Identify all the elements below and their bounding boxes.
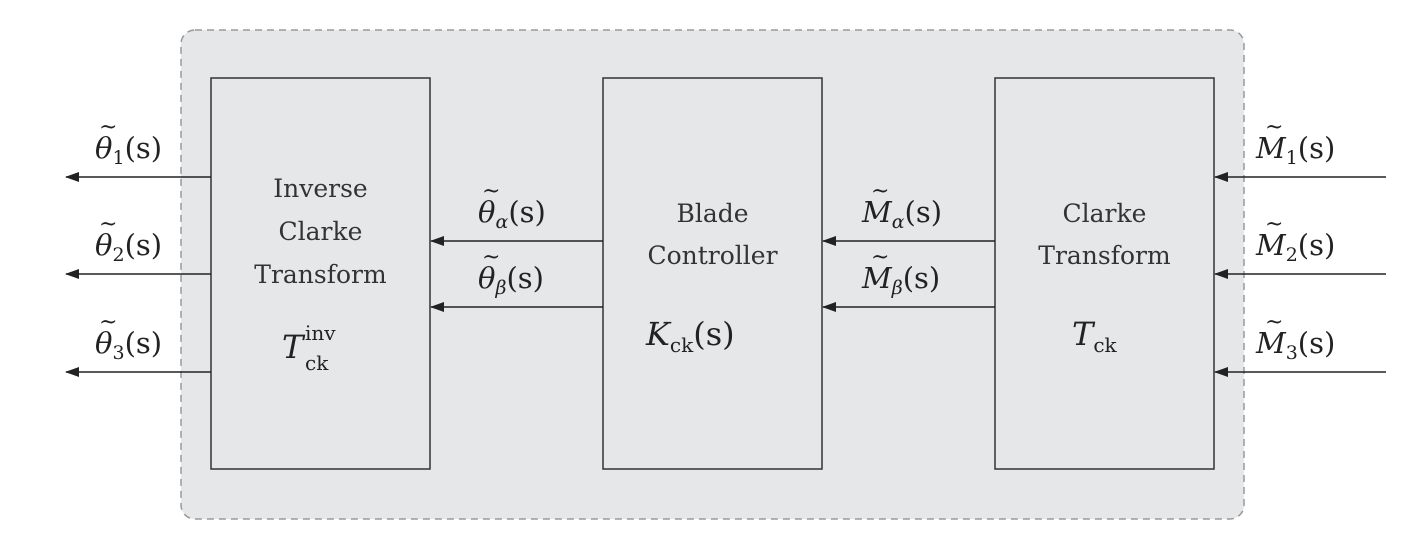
m-alpha-arg: (s) [905,195,943,229]
m1-sub: 1 [1286,147,1298,169]
inverse-block-symbol: T [282,328,306,366]
controller-block-line2: Controller [647,241,777,270]
clarke-block-line1: Clarke [1063,199,1147,228]
clarke-block-line2: Transform [1038,241,1171,270]
controller-symbol-arg: (s) [693,315,734,353]
inverse-symbol-sup: inv [305,321,336,345]
theta1-arg: (s) [125,131,163,165]
inverse-block-line3: Transform [254,260,387,289]
clarke-block-symbol: Tck [1072,315,1118,357]
m-alpha-sub: α [892,211,905,233]
label-m-alpha: Mα(s) [861,195,942,233]
label-theta-beta: θβ(s) [478,261,544,299]
theta-alpha-arg: (s) [508,195,546,229]
inverse-block-line2: Clarke [279,217,363,246]
theta2-arg: (s) [125,228,163,262]
theta-alpha-sub: α [495,211,508,233]
tilde-theta-beta: ~ [482,245,500,270]
theta1-sub: 1 [112,147,124,169]
label-theta-alpha: θα(s) [478,195,546,233]
m3-base: M [1255,326,1287,360]
m3-sub: 3 [1286,342,1298,364]
label-theta3: θ3(s) [95,326,162,364]
controller-block-line1: Blade [676,199,748,228]
m2-base: M [1255,228,1287,262]
tilde-theta3: ~ [99,310,117,335]
tilde-m-beta: ~ [871,245,889,270]
m2-arg: (s) [1298,228,1336,262]
theta3-base: θ [95,326,112,360]
tilde-m3: ~ [1265,310,1283,335]
theta3-arg: (s) [125,326,163,360]
label-m2: M2(s) [1255,228,1335,266]
controller-block-symbol: Kck(s) [645,315,735,357]
inverse-clarke-block [210,77,431,470]
m-alpha-base: M [861,195,893,229]
theta2-sub: 2 [112,244,124,266]
m-beta-base: M [861,261,893,295]
clarke-symbol-sub: ck [1093,333,1117,357]
tilde-m2: ~ [1265,212,1283,237]
m-beta-sub: β [891,277,903,299]
blade-controller-block [602,77,823,470]
theta1-base: θ [95,131,112,165]
label-m1: M1(s) [1255,131,1335,169]
inverse-symbol-sub: ck [305,351,329,375]
label-theta1: θ1(s) [95,131,162,169]
tilde-theta-alpha: ~ [482,179,500,204]
m2-sub: 2 [1286,244,1298,266]
label-m3: M3(s) [1255,326,1335,364]
m-beta-arg: (s) [903,261,941,295]
theta-alpha-base: θ [478,195,495,229]
tilde-m1: ~ [1265,115,1283,140]
clarke-transform-block [994,77,1215,470]
tilde-theta1: ~ [99,115,117,140]
label-m-beta: Mβ(s) [861,261,940,299]
m3-arg: (s) [1298,326,1336,360]
theta-beta-arg: (s) [506,261,544,295]
theta3-sub: 3 [112,342,124,364]
tilde-theta2: ~ [99,212,117,237]
m1-arg: (s) [1298,131,1336,165]
theta-beta-base: θ [478,261,495,295]
controller-symbol-sub: ck [670,333,694,357]
label-theta2: θ2(s) [95,228,162,266]
inverse-symbol-base: T [282,328,306,366]
m1-base: M [1255,131,1287,165]
theta-beta-sub: β [494,277,506,299]
controller-symbol-base: K [645,315,672,353]
inverse-block-line1: Inverse [273,174,367,203]
theta2-base: θ [95,228,112,262]
clarke-symbol-base: T [1072,315,1096,353]
tilde-m-alpha: ~ [871,179,889,204]
